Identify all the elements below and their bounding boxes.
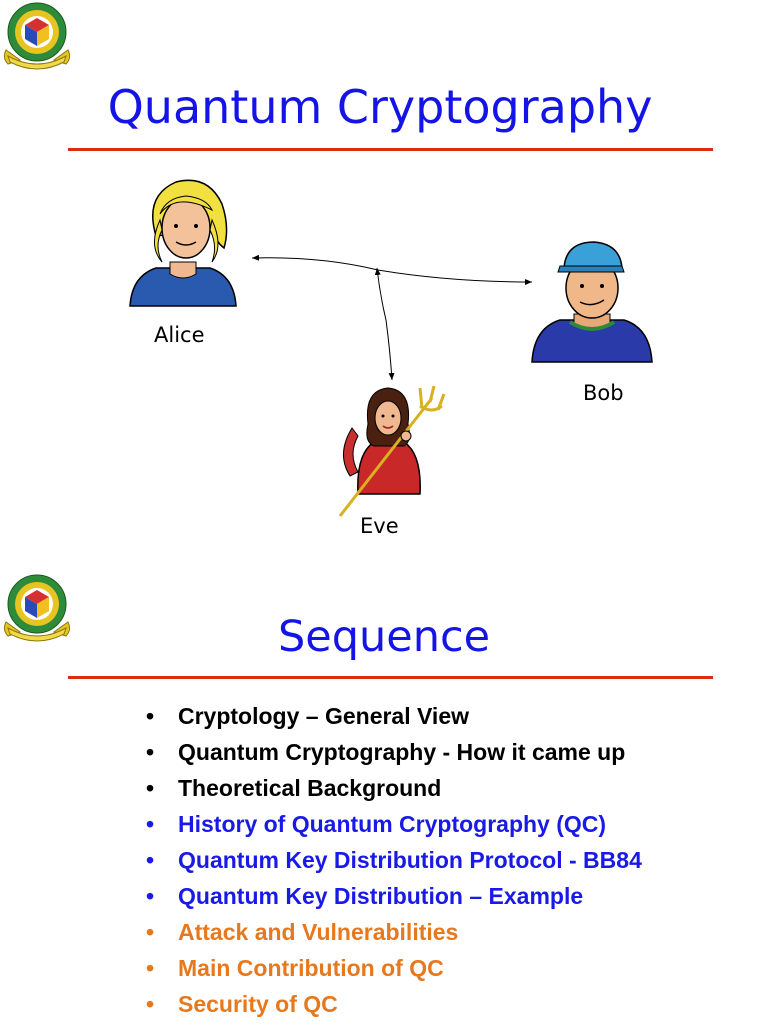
sequence-item: • Quantum Cryptography - How it came up [146, 734, 642, 770]
slide-title: Sequence [277, 612, 491, 662]
slide-quantum-cryptography: Quantum Cryptography Alice [3, 2, 713, 538]
sequence-item-text: Theoretical Background [178, 775, 442, 801]
bob-figure-icon [531, 241, 653, 363]
bullet-icon: • [146, 955, 155, 981]
bullet-icon: • [146, 775, 155, 801]
sequence-item-text: Quantum Cryptography - How it came up [178, 739, 626, 765]
sequence-item: • Quantum Key Distribution Protocol - BB8… [146, 842, 642, 878]
sequence-item: • Attack and Vulnerabilities [146, 914, 642, 950]
bullet-icon: • [146, 991, 155, 1017]
sequence-item-text: Quantum Key Distribution – Example [178, 883, 584, 909]
bullet-icon: • [146, 883, 155, 909]
sequence-item-text: Quantum Key Distribution Protocol - BB84 [178, 847, 642, 873]
bob-label: Bob [583, 381, 624, 405]
bullet-icon: • [146, 739, 155, 765]
bullet-icon: • [146, 811, 155, 837]
sequence-item-text: History of Quantum Cryptography (QC) [178, 811, 607, 837]
sequence-list: • Cryptology – General View • Quantum Crypt… [146, 698, 642, 1022]
eve-label: Eve [360, 514, 399, 538]
sequence-item: • History of Quantum Cryptography (QC) [146, 806, 642, 842]
bullet-icon: • [146, 847, 155, 873]
title-underline [68, 148, 713, 151]
sequence-item: • Theoretical Background [146, 770, 642, 806]
eve-devil-figure-icon [338, 385, 446, 517]
slide-title: Quantum Cryptography [107, 80, 653, 134]
alice-figure-icon [129, 179, 237, 307]
bullet-icon: • [146, 703, 155, 729]
communication-arrows [251, 254, 533, 381]
emblem-logo-icon [3, 574, 71, 642]
sequence-item: • Cryptology – General View [146, 698, 642, 734]
sequence-item-text: Attack and Vulnerabilities [178, 919, 459, 945]
sequence-item-text: Security of QC [178, 991, 338, 1017]
slide-sequence: Sequence • Cryptology – General View • Quan… [0, 572, 768, 1024]
emblem-logo-icon [3, 2, 71, 70]
bullet-icon: • [146, 919, 155, 945]
title-underline [68, 676, 713, 679]
sequence-item: • Security of QC [146, 986, 642, 1022]
sequence-item: • Quantum Key Distribution – Example [146, 878, 642, 914]
sequence-item: • Main Contribution of QC [146, 950, 642, 986]
sequence-item-text: Main Contribution of QC [178, 955, 444, 981]
alice-label: Alice [154, 323, 205, 347]
sequence-item-text: Cryptology – General View [178, 703, 470, 729]
